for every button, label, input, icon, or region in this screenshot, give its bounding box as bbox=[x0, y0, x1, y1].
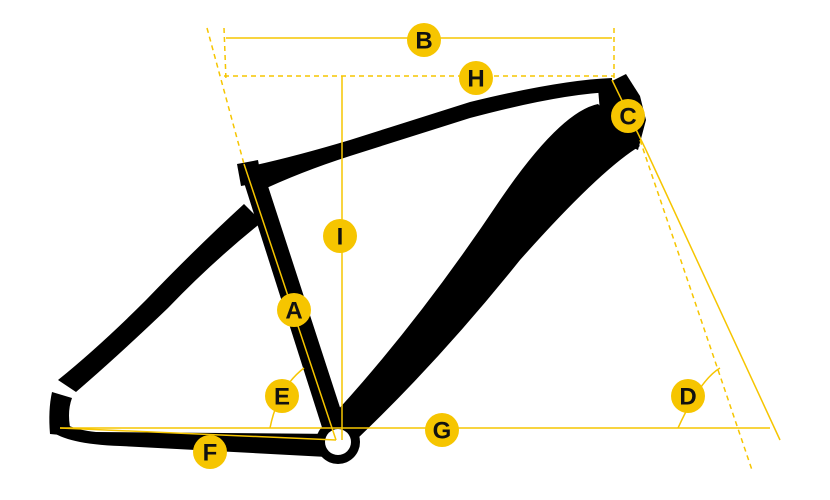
dim-line-d-axis bbox=[645, 149, 781, 441]
badge-c: C bbox=[611, 99, 645, 133]
badge-g: G bbox=[425, 413, 459, 447]
bottom-bracket-shell bbox=[325, 429, 351, 455]
badge-d: D bbox=[671, 379, 705, 413]
badge-e: E bbox=[265, 379, 299, 413]
badge-f: F bbox=[193, 435, 227, 469]
badge-g-label: G bbox=[433, 418, 452, 445]
chain-stay bbox=[50, 412, 346, 458]
dim-line-d-dashed bbox=[639, 139, 753, 471]
badge-b-label: B bbox=[415, 28, 432, 55]
badge-e-circle bbox=[265, 379, 299, 413]
down-tube bbox=[336, 104, 640, 440]
badge-h: H bbox=[459, 61, 493, 95]
badge-c-label: C bbox=[619, 104, 636, 131]
badge-a-label: A bbox=[285, 298, 302, 325]
badge-f-label: F bbox=[203, 440, 218, 467]
badge-a: A bbox=[277, 293, 311, 327]
dim-line-f bbox=[59, 427, 337, 441]
badge-a-circle bbox=[277, 293, 311, 327]
badge-b: B bbox=[407, 23, 441, 57]
badge-e-label: E bbox=[274, 384, 290, 411]
badge-h-label: H bbox=[467, 66, 484, 93]
badge-b-circle bbox=[407, 23, 441, 57]
badge-d-circle bbox=[671, 379, 705, 413]
dim-ext-a-dashed bbox=[206, 27, 245, 165]
dim-ext-b-left bbox=[223, 27, 227, 81]
badge-c-circle bbox=[611, 99, 645, 133]
seat-stay bbox=[58, 204, 262, 392]
badge-f-circle bbox=[193, 435, 227, 469]
badge-g-circle bbox=[425, 413, 459, 447]
badge-h-circle bbox=[459, 61, 493, 95]
badge-i-circle bbox=[323, 219, 357, 253]
top-tube bbox=[242, 78, 612, 192]
dimension-lines bbox=[59, 27, 781, 471]
badge-d-label: D bbox=[679, 384, 696, 411]
badge-i: I bbox=[323, 219, 357, 253]
badge-i-label: I bbox=[337, 224, 344, 251]
bike-frame bbox=[49, 74, 646, 464]
